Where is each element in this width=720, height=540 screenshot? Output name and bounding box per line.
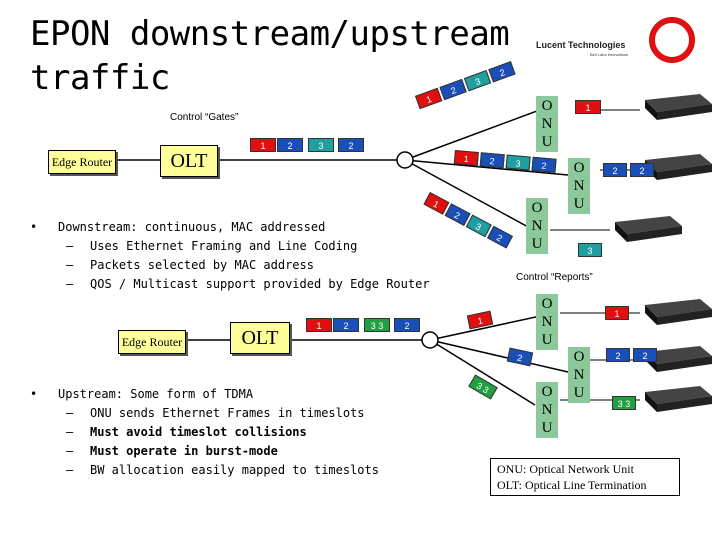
logo-name: Lucent Technologies (536, 40, 626, 50)
packet: 2 (606, 348, 630, 362)
network-device-icon (645, 386, 712, 412)
bullet-marker: • (30, 387, 38, 401)
downstream-item: QOS / Multicast support provided by Edge… (90, 277, 430, 291)
packet: 2 (603, 163, 627, 177)
network-device-icon (645, 154, 712, 180)
packet: 2 (633, 348, 657, 362)
olt-box: OLT (230, 322, 290, 354)
packet: 1 (453, 150, 479, 167)
dash-marker: – (66, 425, 74, 439)
upstream-item: Must avoid timeslot collisions (90, 425, 307, 439)
legend-olt: OLT: Optical Line Termination (497, 478, 647, 492)
dash-marker: – (66, 239, 74, 253)
packet: 1 (605, 306, 629, 320)
network-device-icon (645, 299, 712, 325)
edge-router-box: Edge Router (48, 150, 116, 174)
page-title: EPON downstream/upstream traffic (30, 14, 510, 98)
packet: 1 (306, 318, 332, 332)
downstream-item: Uses Ethernet Framing and Line Coding (90, 239, 358, 253)
packet: 1 (250, 138, 276, 152)
upstream-bullet: Upstream: Some form of TDMA (58, 387, 254, 401)
packet: 2 (277, 138, 303, 152)
downstream-bullet: Downstream: continuous, MAC addressed (58, 220, 326, 234)
dash-marker: – (66, 406, 74, 420)
dash-marker: – (66, 277, 74, 291)
control-reports-label: Control “Reports” (516, 272, 593, 283)
packet: 3 (308, 138, 334, 152)
packet: 3 (578, 243, 602, 257)
packet: 1 (575, 100, 601, 114)
dash-marker: – (66, 258, 74, 272)
dash-marker: – (66, 463, 74, 477)
upstream-item: ONU sends Ethernet Frames in timeslots (90, 406, 365, 420)
dash-marker: – (66, 444, 74, 458)
packet: 2 (338, 138, 364, 152)
packet: 2 (333, 318, 359, 332)
packet: 2 (394, 318, 420, 332)
lucent-logo-icon (649, 17, 695, 63)
logo-tagline: Bell Labs Innovations (590, 52, 629, 57)
olt-box: OLT (160, 145, 218, 177)
packet: 2 (531, 156, 557, 173)
legend-onu: ONU: Optical Network Unit (497, 462, 634, 476)
legend-box: ONU: Optical Network Unit OLT: Optical L… (490, 458, 680, 496)
splitter-icon (421, 331, 439, 349)
splitter-icon (396, 151, 414, 169)
downstream-item: Packets selected by MAC address (90, 258, 314, 272)
packet: 2 (630, 163, 654, 177)
packet: 2 (479, 152, 505, 169)
packet: 3 3 (612, 396, 636, 410)
control-gates-label: Control “Gates” (170, 112, 239, 123)
packet: 3 3 (364, 318, 390, 332)
upstream-item: BW allocation easily mapped to timeslots (90, 463, 379, 477)
packet: 3 (505, 154, 531, 171)
edge-router-box: Edge Router (118, 330, 186, 354)
bullet-marker: • (30, 220, 38, 234)
network-device-icon (645, 94, 712, 120)
network-device-icon (615, 216, 682, 242)
upstream-item: Must operate in burst-mode (90, 444, 278, 458)
